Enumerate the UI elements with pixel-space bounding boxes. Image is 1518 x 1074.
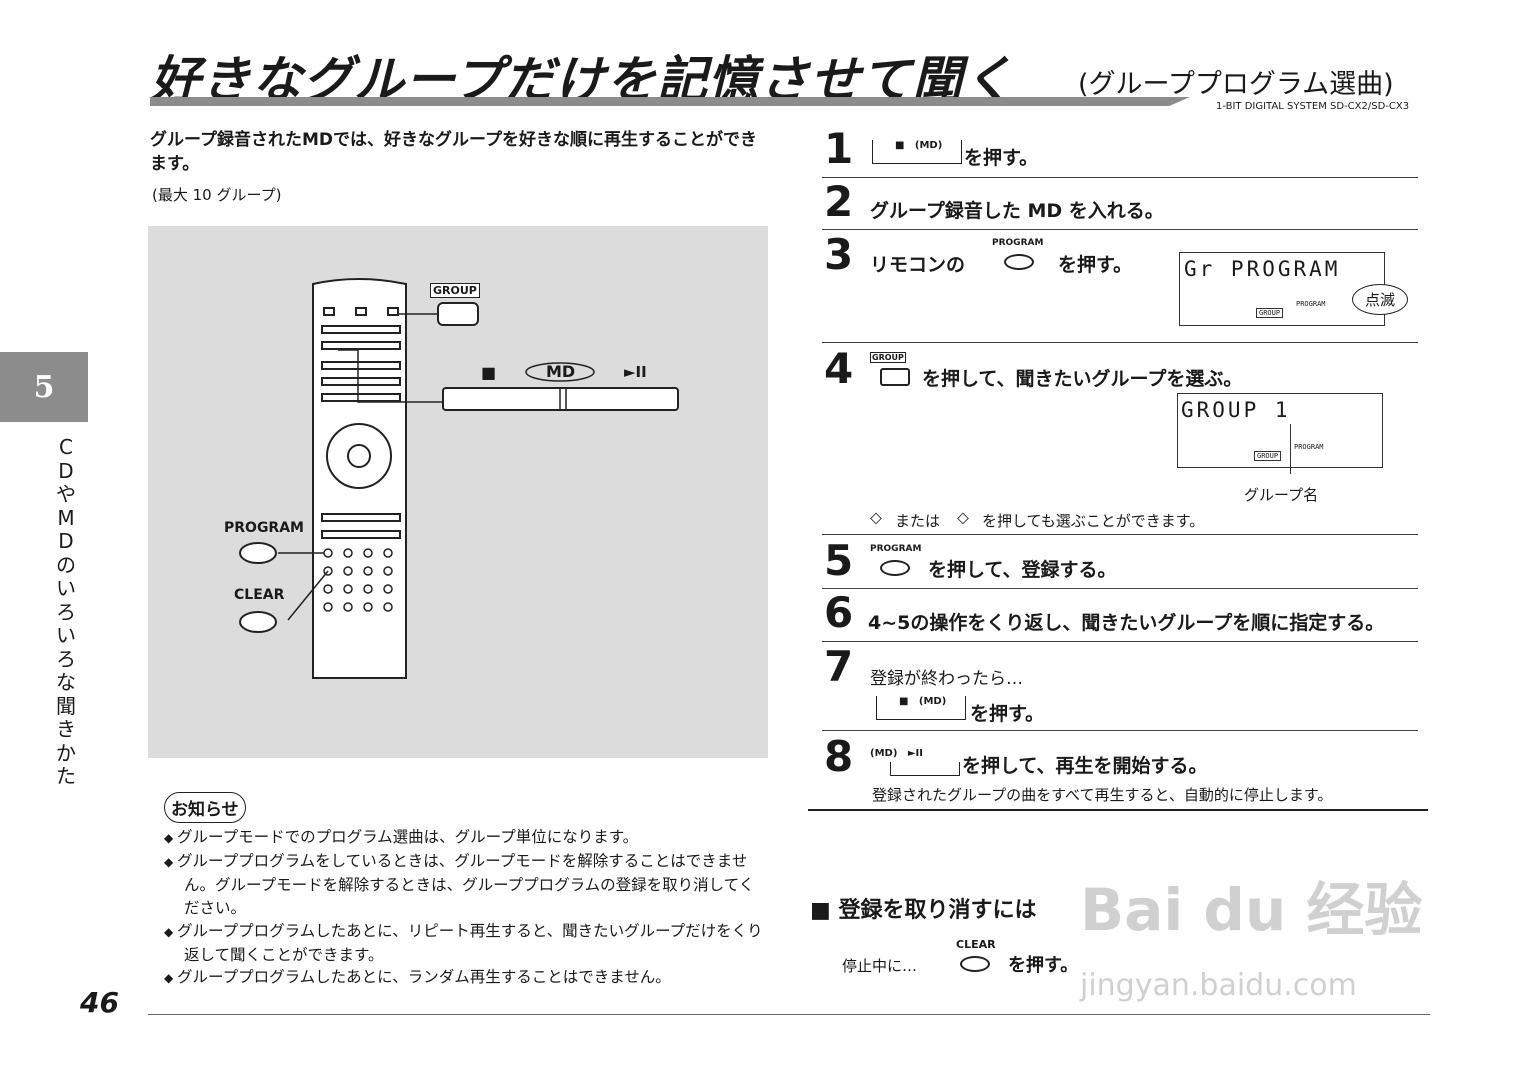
notice-title: お知らせ — [164, 792, 246, 823]
step-number: 2 — [824, 177, 854, 226]
cancel-heading: ■ 登録を取り消すには — [810, 898, 1037, 923]
left-arrow-button-icon: ⬦ — [870, 508, 882, 528]
step-text: 登録が終わったら… — [870, 669, 1023, 689]
step-number: 1 — [824, 124, 854, 173]
notice-item: グループモードでのプログラム選曲は、グループ単位になります。 — [164, 826, 764, 850]
step-number: 7 — [824, 642, 854, 691]
step-number: 4 — [824, 344, 854, 393]
step-number: 5 — [824, 536, 854, 585]
program-button-icon — [1004, 254, 1034, 270]
lcd-program-indicator: PROGRAM — [1294, 443, 1324, 451]
footer-rule — [148, 1014, 1430, 1015]
divider — [822, 641, 1418, 642]
md-play-button-icon: (MD) ►II — [870, 748, 960, 776]
step-text: を押して、登録する。 — [928, 559, 1117, 581]
group-button-label: GROUP — [870, 352, 906, 363]
stop-icon: ■ — [481, 363, 497, 382]
right-arrow-button-icon: ⬦ — [957, 508, 969, 528]
lcd-group-indicator: GROUP — [1254, 451, 1282, 461]
chapter-title: CDやMDのいろいろな聞きかた — [56, 435, 76, 788]
lcd-display: GROUP 1 GROUP PROGRAM — [1177, 393, 1383, 474]
step-number: 6 — [824, 588, 854, 637]
divider — [822, 342, 1418, 343]
step-note: または — [895, 512, 941, 530]
program-button-label: PROGRAM — [992, 238, 1044, 248]
page-number: 46 — [80, 986, 119, 1019]
step-number: 8 — [824, 732, 854, 781]
blink-callout: 点滅 — [1352, 284, 1409, 315]
intro-note: (最大 10 グループ) — [152, 186, 282, 204]
step-text: グループ録音した MD を入れる。 — [870, 200, 1164, 222]
step-text: を押して、再生を開始する。 — [962, 755, 1208, 777]
group-button-icon — [880, 368, 910, 386]
chapter-tab: 5 — [0, 352, 88, 422]
intro-text: グループ録音されたMDでは、好きなグループを好きな順に再生することができます。 — [150, 130, 757, 174]
program-button-label: PROGRAM — [870, 544, 922, 554]
step-text: を押して、聞きたいグループを選ぶ。 — [922, 368, 1243, 390]
step-number: 3 — [824, 230, 854, 279]
remote-illustration — [239, 278, 679, 679]
step-note: 登録されたグループの曲をすべて再生すると、自動的に停止します。 — [872, 786, 1333, 804]
title-underline — [150, 97, 1190, 106]
play-pause-icon: ►II — [624, 363, 647, 381]
divider — [822, 588, 1418, 589]
lcd-text: Gr PROGRAM — [1184, 257, 1341, 281]
lcd-group-indicator: GROUP — [1256, 308, 1284, 318]
lcd-display: Gr PROGRAM GROUP PROGRAM — [1179, 252, 1385, 326]
clear-button-label: CLEAR — [956, 938, 996, 951]
lcd-text: GROUP 1 — [1181, 398, 1291, 422]
clear-button-label: CLEAR — [234, 587, 285, 603]
group-button-label: GROUP — [430, 283, 480, 298]
step-note: を押しても選ぶことができます。 — [982, 512, 1205, 530]
program-button-label: PROGRAM — [224, 520, 304, 536]
page-subtitle: (グループプログラム選曲) — [1078, 69, 1394, 100]
callout-line — [1290, 424, 1291, 474]
divider — [822, 730, 1418, 731]
lcd-program-indicator: PROGRAM — [1296, 300, 1326, 308]
divider — [822, 177, 1418, 178]
divider — [822, 229, 1418, 230]
remote-diagram: GROUP PROGRAM CLEAR ■ MD ►II — [148, 226, 768, 758]
program-button-icon — [880, 560, 910, 576]
divider — [808, 809, 1428, 811]
stop-md-button-icon: ■ (MD) — [872, 140, 962, 164]
step-text: 4~5の操作をくり返し、聞きたいグループを順に指定する。 — [868, 612, 1385, 634]
clear-button-icon — [960, 956, 990, 972]
md-label: MD — [546, 362, 576, 381]
cancel-text: を押す。 — [1008, 955, 1079, 976]
watermark-url: jingyan.baidu.com — [1080, 968, 1357, 1003]
stop-md-button-icon: ■ (MD) — [876, 696, 966, 720]
group-name-caption: グループ名 — [1244, 486, 1319, 504]
notice-item: グループプログラムしたあとに、ランダム再生することはできません。 — [164, 966, 764, 990]
step-text: リモコンの — [870, 254, 966, 276]
watermark: Bai du 经验 — [1080, 876, 1423, 944]
step-text: を押す。 — [1058, 254, 1133, 276]
divider — [822, 534, 1418, 535]
model-name: 1-BIT DIGITAL SYSTEM SD-CX2/SD-CX3 — [1216, 101, 1410, 112]
notice-item: グループプログラムしたあとに、リピート再生すると、聞きたいグループだけをくり返し… — [164, 920, 764, 967]
step-text: を押す。 — [964, 147, 1039, 169]
cancel-lead: 停止中に… — [842, 957, 918, 975]
notice-item: グループプログラムをしているときは、グループモードを解除することはできません。グ… — [164, 850, 764, 920]
step-text: を押す。 — [970, 703, 1045, 725]
